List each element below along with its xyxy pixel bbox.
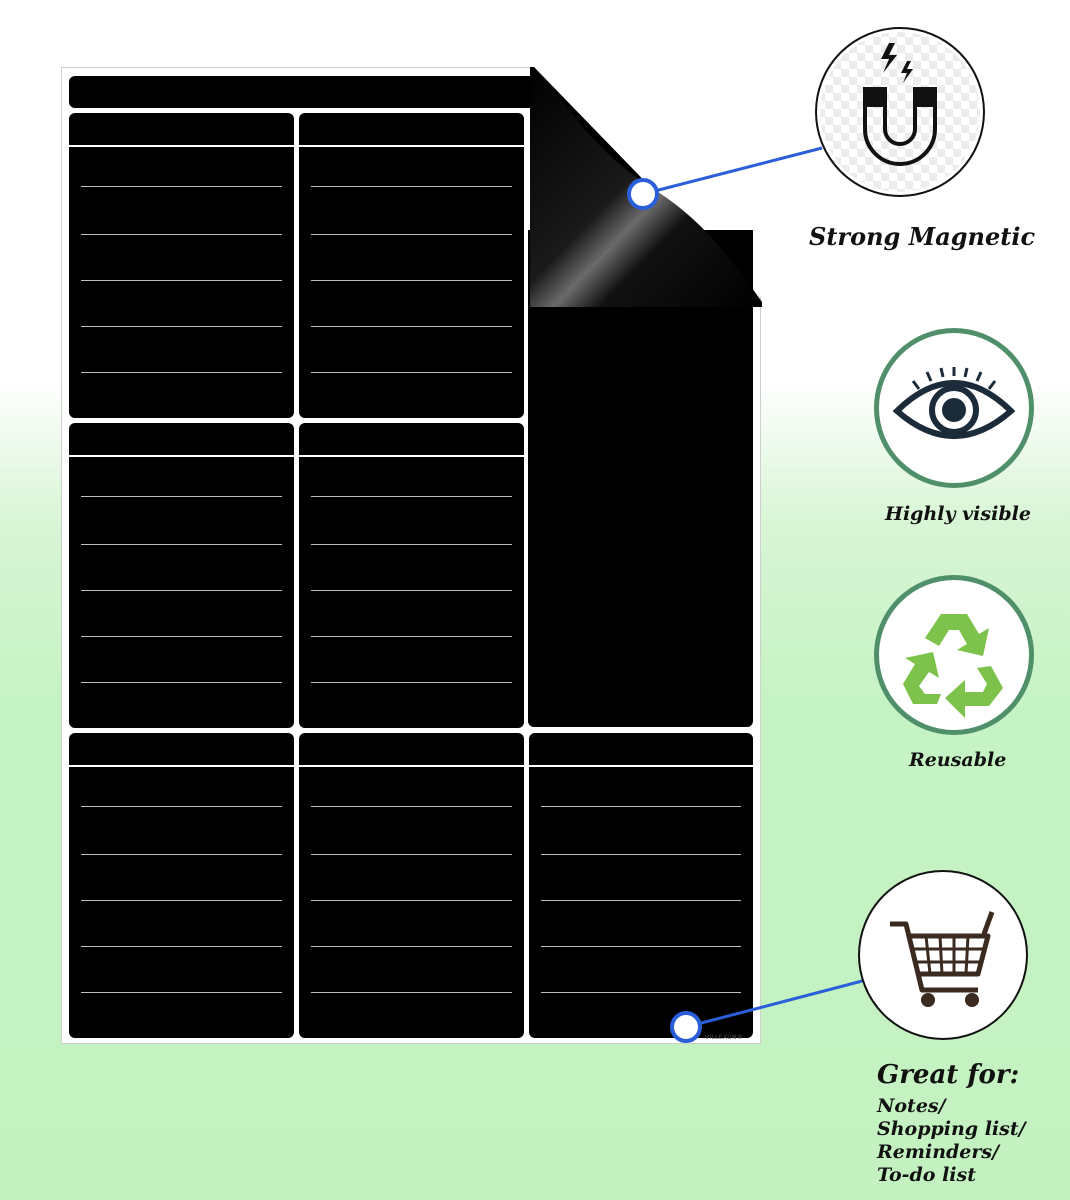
board-cell-r2c1 [69,423,294,728]
board-cell-r3c3 [529,733,753,1038]
brand-mark: VILLEXUN® [705,1034,744,1041]
reusable-label: Reusable [909,749,1007,771]
board-cell-r3c2 [299,733,524,1038]
recycle-icon [903,614,1003,718]
board-cell-r1c2 [299,113,524,418]
cart-connector [685,978,867,1029]
magnetic-label: Strong Magnetic [809,222,1036,251]
cart-badge [858,870,1028,1040]
great-for-title: Great for: [877,1060,1020,1090]
peeled-sheet-back [528,230,753,727]
recycle-badge [874,575,1034,735]
visible-label: Highly visible [885,503,1031,525]
great-for-item: Shopping list/ [877,1118,1026,1140]
magnetic-connector [642,146,823,196]
shopping-cart-icon [890,911,995,1007]
magnet-badge [815,27,985,197]
cart-connector-dot [670,1011,702,1043]
great-for-item: Notes/ [877,1095,946,1117]
eye-icon [892,367,1016,439]
great-for-item: Reminders/ [877,1141,1000,1163]
great-for-item: To-do list [877,1164,976,1186]
magnet-icon [820,32,980,192]
eye-badge [874,328,1034,488]
board-cell-r2c2 [299,423,524,728]
board-cell-r3c1 [69,733,294,1038]
magnetic-connector-dot [627,178,659,210]
board-cell-r1c1 [69,113,294,418]
